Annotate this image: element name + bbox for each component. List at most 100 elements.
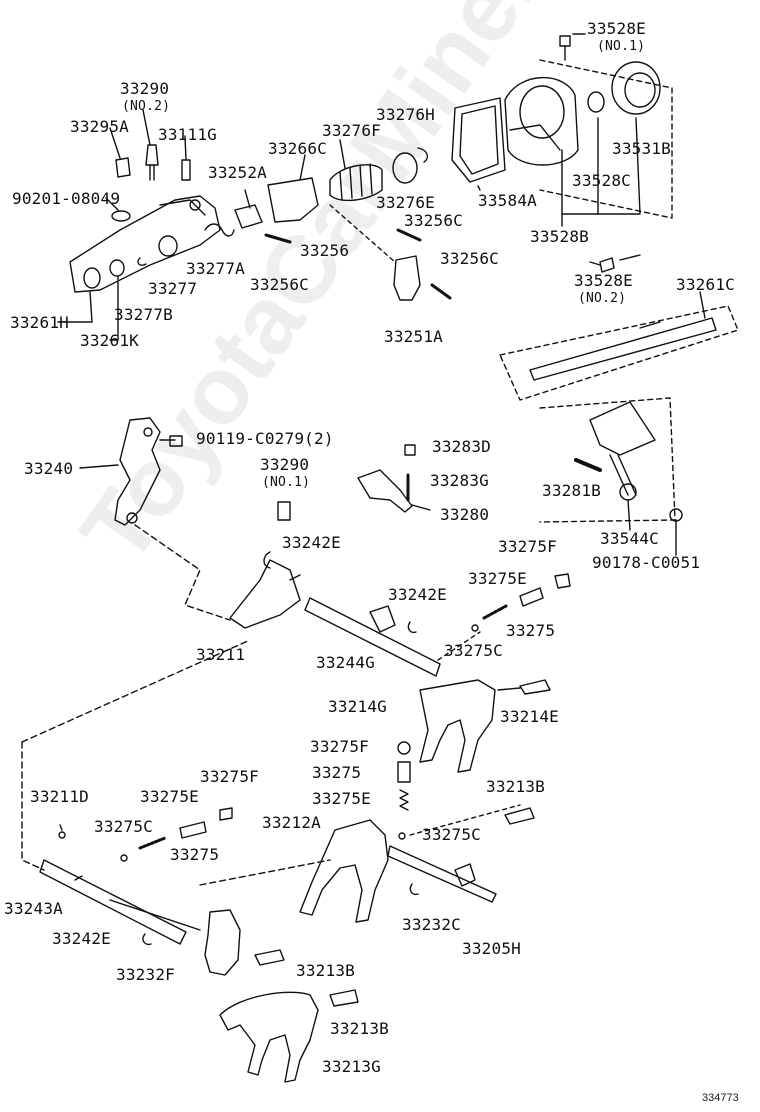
label-33111G: 33111G xyxy=(158,125,217,144)
label-33261H: 33261H xyxy=(10,313,69,332)
label-33214G: 33214G xyxy=(328,697,387,716)
switch-33290 xyxy=(145,144,159,166)
label-33290-top: 33290 xyxy=(120,79,170,98)
label-33242E-b: 33242E xyxy=(388,585,447,604)
label-33280: 33280 xyxy=(440,505,490,524)
label-33212A: 33212A xyxy=(262,813,321,832)
label-33584A: 33584A xyxy=(478,191,537,210)
part-33252A xyxy=(234,204,263,229)
fork-33232F xyxy=(204,909,359,1007)
label-33281B: 33281B xyxy=(542,481,601,500)
label-90119-C0279: 90119-C0279(2) xyxy=(196,429,334,448)
plug-33283D xyxy=(404,444,416,456)
label-33277A: 33277A xyxy=(186,259,245,278)
fork-33214G xyxy=(419,679,551,773)
label-33277B: 33277B xyxy=(114,305,173,324)
ball-33275 xyxy=(397,761,411,783)
boot-33276F xyxy=(329,164,383,202)
lever-shaft-group xyxy=(499,291,739,401)
retainer-group xyxy=(57,109,452,341)
label-no2-top: (NO.2) xyxy=(122,99,171,114)
label-33275E-mid: 33275E xyxy=(312,789,371,808)
label-33283G: 33283G xyxy=(430,471,489,490)
label-33276H: 33276H xyxy=(376,105,435,124)
label-33205H: 33205H xyxy=(462,939,521,958)
bolt-33213B xyxy=(504,807,535,825)
label-33275C-top: 33275C xyxy=(444,641,503,660)
extension-housing-group xyxy=(451,33,673,273)
label-33528E-bottom: 33528E xyxy=(574,271,633,290)
label-33531B: 33531B xyxy=(612,139,671,158)
fork-33212A xyxy=(199,804,535,923)
shift-head-33211 xyxy=(229,559,301,629)
label-33528B: 33528B xyxy=(530,227,589,246)
label-33275E-left: 33275E xyxy=(140,787,199,806)
bushing-33276E xyxy=(392,152,418,184)
label-33261C: 33261C xyxy=(676,275,735,294)
label-33275F-mid: 33275F xyxy=(310,737,369,756)
plug-33277 xyxy=(158,235,178,257)
label-33242E-c: 33242E xyxy=(52,929,111,948)
detent-parts-mid xyxy=(397,741,411,811)
shift-shaft-group xyxy=(229,501,571,677)
label-33261K: 33261K xyxy=(80,331,139,350)
oil-seal-33531B xyxy=(611,61,661,115)
label-33213G: 33213G xyxy=(322,1057,381,1076)
lever-33266C xyxy=(267,177,319,223)
plug-33261K xyxy=(109,259,125,277)
label-33275-left: 33275 xyxy=(170,845,220,864)
bolt-90119 xyxy=(169,435,183,447)
label-33213B-c: 33213B xyxy=(330,1019,389,1038)
label-33242E-a: 33242E xyxy=(282,533,341,552)
switch-33290-no1 xyxy=(277,501,291,521)
label-33213B-a: 33213B xyxy=(486,777,545,796)
label-33275F-left: 33275F xyxy=(200,767,259,786)
label-33243A: 33243A xyxy=(4,899,63,918)
label-33276E-top: 33276E xyxy=(376,193,435,212)
label-33544C: 33544C xyxy=(600,529,659,548)
label-33275C-left: 33275C xyxy=(94,817,153,836)
label-no1-mid: (NO.1) xyxy=(262,475,311,490)
washer-90201 xyxy=(111,210,131,222)
label-33277: 33277 xyxy=(148,279,198,298)
shift-lever-33240 xyxy=(79,417,231,621)
label-33283D: 33283D xyxy=(432,437,491,456)
label-33528C: 33528C xyxy=(572,171,631,190)
shaft-33243A xyxy=(39,859,187,945)
retainer-33261H xyxy=(69,195,221,293)
plug-33275F xyxy=(397,741,411,755)
label-33211D: 33211D xyxy=(30,787,89,806)
label-33252A: 33252A xyxy=(208,163,267,182)
label-33276F: 33276F xyxy=(322,121,381,140)
switch-33111G xyxy=(181,159,191,181)
label-33290-mid: 33290 xyxy=(260,455,310,474)
label-33266C: 33266C xyxy=(268,139,327,158)
label-33244G: 33244G xyxy=(316,653,375,672)
label-33275E-top: 33275E xyxy=(468,569,527,588)
spring-33275E xyxy=(399,789,409,811)
diagram-code: 334773 xyxy=(702,1092,739,1104)
label-no1-top: (NO.1) xyxy=(597,39,646,54)
label-33232C: 33232C xyxy=(402,915,461,934)
label-33256C-a: 33256C xyxy=(404,211,463,230)
label-90201-08049: 90201-08049 xyxy=(12,189,121,208)
label-33256: 33256 xyxy=(300,241,350,260)
shaft-group-left xyxy=(21,639,251,946)
label-33275C-mid: 33275C xyxy=(422,825,481,844)
label-33240: 33240 xyxy=(24,459,74,478)
spring-33277A xyxy=(204,223,235,237)
bushing-33528C xyxy=(587,91,605,113)
housing xyxy=(504,76,579,166)
label-33251A: 33251A xyxy=(384,327,443,346)
label-33275-mid: 33275 xyxy=(312,763,362,782)
part-33251A xyxy=(393,255,421,301)
shaft-33205H xyxy=(387,845,497,903)
label-33528E-top: 33528E xyxy=(587,19,646,38)
label-33211: 33211 xyxy=(196,645,246,664)
label-33275-top: 33275 xyxy=(506,621,556,640)
knob xyxy=(589,401,656,456)
bolt-33528E xyxy=(559,35,571,47)
label-33295A: 33295A xyxy=(70,117,129,136)
